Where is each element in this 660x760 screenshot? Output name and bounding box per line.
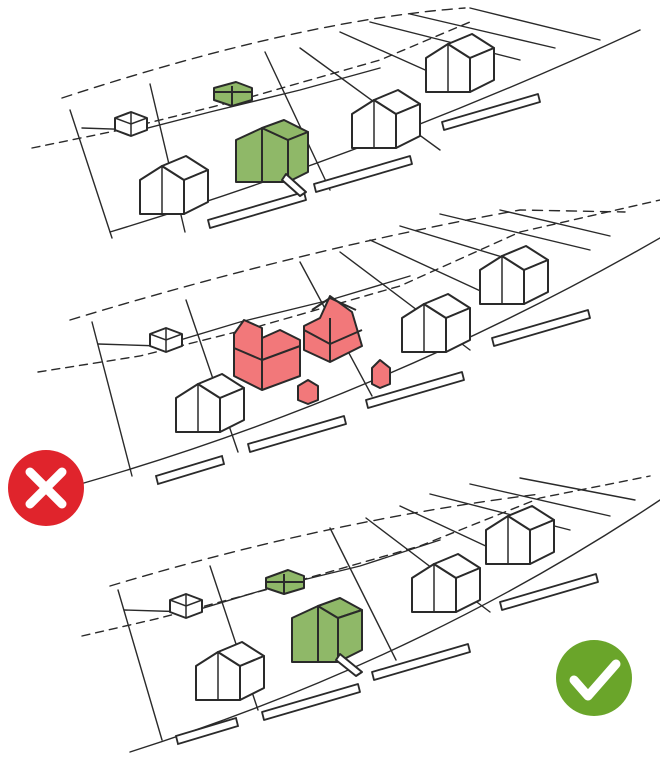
house: [352, 90, 420, 148]
house: [176, 374, 244, 432]
outbuilding: [150, 328, 182, 352]
new-building-green: [266, 570, 362, 676]
panel-correct: [82, 476, 660, 752]
curb: [372, 644, 470, 680]
curb: [262, 684, 360, 720]
check-badge-circle: [556, 640, 632, 716]
correct-badge: [556, 640, 632, 716]
curb: [492, 310, 590, 346]
panel-existing: [32, 8, 640, 238]
panel-incorrect: [30, 200, 660, 498]
house: [486, 506, 554, 564]
street-grid: [82, 476, 660, 752]
house: [402, 294, 470, 352]
curb: [500, 574, 598, 610]
house: [480, 246, 548, 304]
outbuilding: [170, 594, 202, 618]
house: [196, 642, 264, 700]
house: [426, 34, 494, 92]
outbuilding: [115, 112, 147, 136]
curb: [208, 192, 306, 228]
new-building-red: [234, 296, 390, 404]
curb: [314, 156, 412, 192]
curb: [442, 94, 540, 130]
house: [412, 554, 480, 612]
curb: [248, 416, 346, 452]
curb: [176, 718, 238, 744]
house: [140, 156, 208, 214]
curb: [156, 456, 224, 484]
incorrect-badge: [8, 450, 84, 526]
